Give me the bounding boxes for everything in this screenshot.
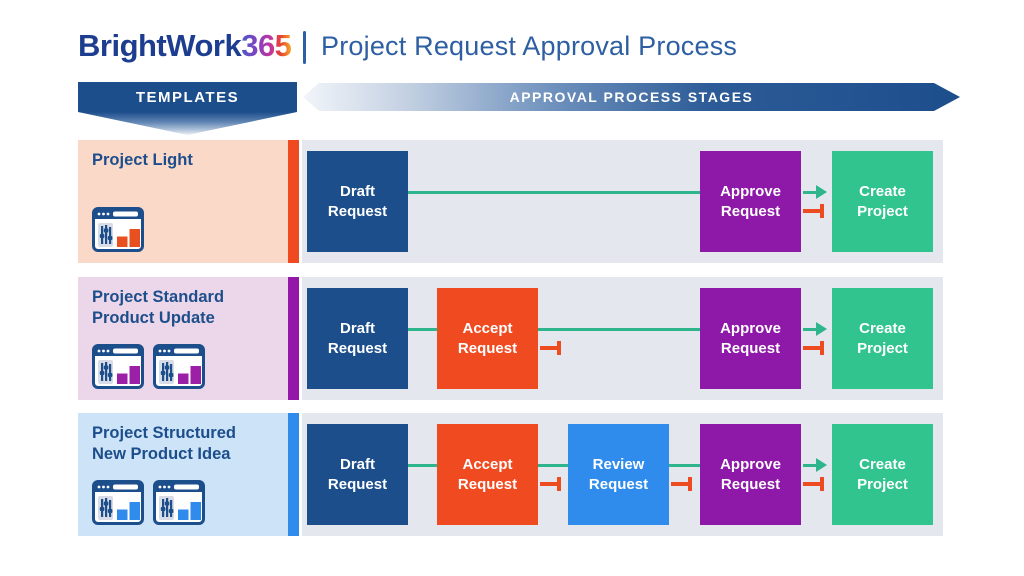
templates-banner-label: TEMPLATES — [135, 88, 240, 106]
approval-stages-banner: APPROVAL PROCESS STAGES — [303, 83, 960, 111]
stage-box-draft-request: Draft Request — [307, 424, 408, 525]
row-project-light: Project Light Draft Request Approve Requ… — [0, 140, 1024, 263]
connector-approve-arrow — [803, 458, 827, 472]
connector-approve-arrow — [803, 185, 827, 199]
stage-box-approve-request: Approve Request — [700, 424, 801, 525]
connector-green-line — [408, 463, 437, 467]
brightwork-logo: BrightWork365 — [78, 28, 292, 64]
stage-box-accept-request: Accept Request — [437, 424, 538, 525]
window-chart-icon — [92, 207, 144, 252]
arrowhead-icon — [816, 458, 827, 472]
connector-green-line — [669, 463, 700, 467]
row-accent-bar — [288, 413, 299, 536]
stage-box-approve-request: Approve Request — [700, 288, 801, 389]
templates-banner: TEMPLATES — [78, 82, 297, 112]
connector-approve-arrow — [803, 322, 827, 336]
connector-green-line — [538, 327, 700, 331]
approval-stages-banner-label: APPROVAL PROCESS STAGES — [509, 89, 754, 105]
connector-reject-tbar — [540, 477, 561, 491]
row-accent-bar — [288, 140, 299, 263]
template-icons — [92, 480, 205, 525]
row-project-standard: Project Standard Product Update — [0, 277, 1024, 400]
stage-box-review-request: Review Request — [568, 424, 669, 525]
template-title: Project Standard Product Update — [92, 288, 225, 327]
connector-green-line — [408, 327, 437, 331]
connector-reject-tbar — [803, 341, 824, 355]
stage-box-create-project: Create Project — [832, 151, 933, 252]
stage-box-create-project: Create Project — [832, 288, 933, 389]
arrowhead-icon — [816, 185, 827, 199]
logo-brand-text: BrightWork — [78, 28, 242, 63]
connector-reject-tbar — [803, 477, 824, 491]
connector-reject-tbar — [540, 341, 561, 355]
stage-box-approve-request: Approve Request — [700, 151, 801, 252]
templates-banner-arrow-down — [78, 112, 297, 135]
template-panel: Project Standard Product Update — [78, 277, 288, 400]
row-accent-bar — [288, 277, 299, 400]
stage-box-create-project: Create Project — [832, 424, 933, 525]
template-title: Project Structured New Product Idea — [92, 424, 236, 463]
stage-box-draft-request: Draft Request — [307, 288, 408, 389]
connector-green-line — [408, 190, 700, 194]
connector-reject-tbar — [671, 477, 692, 491]
window-chart-icon — [153, 344, 205, 389]
connector-green-line — [538, 463, 568, 467]
arrowhead-icon — [816, 322, 827, 336]
stage-box-draft-request: Draft Request — [307, 151, 408, 252]
page-title: Project Request Approval Process — [321, 31, 738, 61]
template-panel: Project Light — [78, 140, 288, 263]
logo-365-text: 365 — [241, 28, 292, 63]
template-title: Project Light — [92, 151, 193, 169]
row-project-structured: Project Structured New Product Idea — [0, 413, 1024, 536]
window-chart-icon — [92, 344, 144, 389]
window-chart-icon — [92, 480, 144, 525]
header-divider — [303, 31, 306, 64]
template-icons — [92, 207, 144, 252]
stage-box-accept-request: Accept Request — [437, 288, 538, 389]
template-panel: Project Structured New Product Idea — [78, 413, 288, 536]
template-icons — [92, 344, 205, 389]
connector-reject-tbar — [803, 204, 824, 218]
window-chart-icon — [153, 480, 205, 525]
